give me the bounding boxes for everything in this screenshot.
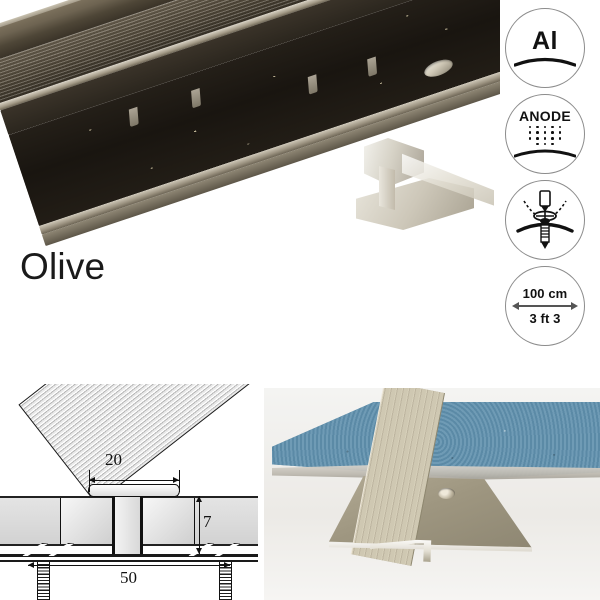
dim-20-arrow-left [89, 476, 95, 483]
diagram-screw-left [36, 562, 51, 600]
dim-50-line [28, 565, 230, 567]
dim-7-arrow-bottom [195, 548, 202, 554]
gripper-tooth [191, 88, 201, 109]
dim-20-label: 20 [105, 450, 122, 469]
diagram-web-left-wall [112, 496, 115, 556]
badge-installation-screw [505, 180, 585, 260]
feature-badge-column: Al ANODE [498, 8, 592, 372]
aluminium-arc-icon [514, 57, 576, 67]
install-screw-right [438, 488, 455, 499]
install-carpet-edge [272, 465, 600, 480]
badge-length-imperial: 3 ft 3 [529, 311, 561, 326]
dim-50-arrow-right [224, 561, 230, 568]
diagram-cavity-left [60, 498, 112, 544]
gripper-tooth [367, 56, 378, 77]
diagram-base-plate-line [0, 554, 258, 557]
diagram-subfloor-line [0, 560, 258, 562]
dim-20-tick-right [179, 470, 181, 492]
badge-finish-anodised: ANODE [505, 94, 585, 174]
product-photo-main: Olive [0, 0, 500, 287]
mounting-hole [422, 56, 456, 81]
anodised-surface-arc-icon [514, 149, 576, 158]
anodised-dots-icon [528, 125, 562, 146]
dim-7-line [199, 496, 201, 554]
gripper-tooth [307, 74, 318, 95]
length-arrow-icon [512, 302, 578, 310]
diagram-t-head [88, 484, 180, 497]
gripper-tooth [128, 106, 139, 128]
diagram-screw-right [218, 562, 233, 600]
dim-7-label: 7 [203, 512, 212, 531]
screw-fix-icon [516, 190, 574, 249]
diagram-web-fill [115, 496, 140, 556]
dim-20-arrow-right [173, 476, 179, 483]
diagram-cavity-right [143, 498, 195, 544]
badge-finish-label: ANODE [518, 107, 572, 124]
badge-length: 100 cm 3 ft 3 [505, 266, 585, 346]
badge-material-aluminium: Al [505, 8, 585, 88]
badge-length-metric: 100 cm [522, 286, 568, 301]
dim-7-arrow-top [195, 496, 202, 502]
dim-20-line [89, 480, 179, 482]
dim-50-label: 50 [120, 568, 137, 587]
profile-end-cut-web [379, 166, 395, 210]
color-name-label: Olive [20, 246, 106, 287]
dim-50-arrow-left [28, 561, 34, 568]
cross-section-diagram: 20 7 50 [0, 384, 258, 600]
diagram-web-right-wall [140, 496, 143, 556]
badge-material-label: Al [532, 27, 558, 55]
installation-photo [264, 388, 600, 600]
